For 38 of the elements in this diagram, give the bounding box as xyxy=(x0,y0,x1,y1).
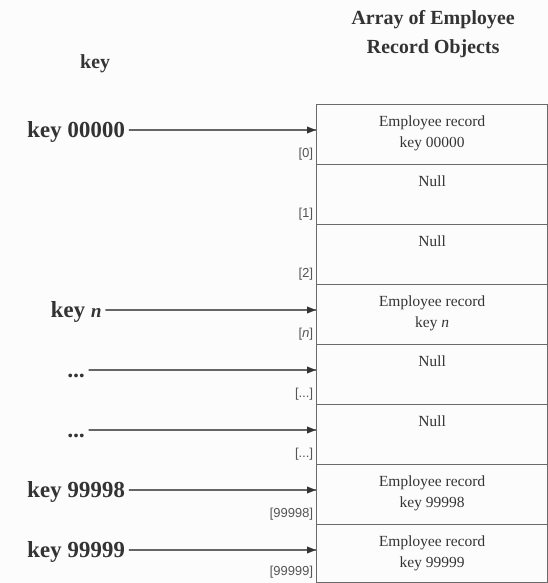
arrow xyxy=(128,126,316,134)
record-text: Null xyxy=(418,232,446,252)
index-label: [99999] xyxy=(270,563,313,578)
arrow xyxy=(128,546,316,554)
index-label: [1] xyxy=(298,205,313,220)
column-heading: key xyxy=(79,50,111,75)
key-label: ... xyxy=(67,355,85,385)
record-text: Employee record key 00000 xyxy=(378,112,486,153)
record-text: Null xyxy=(418,172,446,192)
record-text: Null xyxy=(418,352,446,372)
arrow xyxy=(88,366,316,374)
index-label: [...] xyxy=(294,385,313,400)
index-label: [2] xyxy=(298,265,313,280)
array-cell xyxy=(316,404,548,465)
array-cell xyxy=(316,464,548,525)
array-cell xyxy=(316,284,548,345)
key-label: key 99998 xyxy=(27,475,125,505)
arrow xyxy=(88,426,316,434)
array-cell xyxy=(316,524,548,583)
array-cell xyxy=(316,164,548,225)
arrow xyxy=(105,306,316,314)
key-label: key n xyxy=(50,295,102,325)
record-text: Employee record key n xyxy=(378,292,486,333)
array-cell xyxy=(316,344,548,405)
key-label: ... xyxy=(67,415,85,445)
record-text: Employee record key 99999 xyxy=(378,532,486,573)
index-label: [0] xyxy=(298,145,313,160)
key-label: key 00000 xyxy=(27,115,125,145)
record-text: Employee record key 99998 xyxy=(378,472,486,513)
record-text: Null xyxy=(418,412,446,432)
arrow xyxy=(128,486,316,494)
array-cell xyxy=(316,224,548,285)
array-heading: Array of Employee Record Objects xyxy=(350,6,516,60)
index-label: [n] xyxy=(298,325,313,340)
array-cell xyxy=(316,104,548,165)
index-label: [...] xyxy=(294,445,313,460)
index-label: [99998] xyxy=(270,505,313,520)
key-label: key 99999 xyxy=(27,535,125,565)
